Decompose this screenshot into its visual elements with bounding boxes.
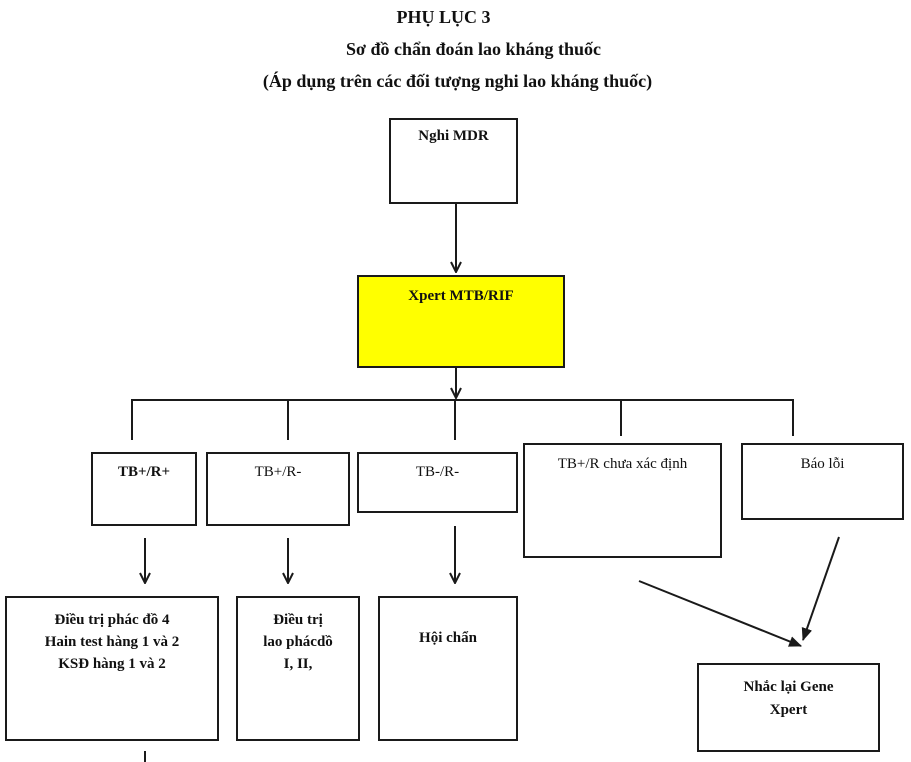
node-error: Báo lỗi bbox=[741, 443, 904, 520]
node-tb-pos-r-unknown: TB+/R chưa xác định bbox=[523, 443, 722, 558]
node-repeat-gene-xpert: Nhắc lại Gene Xpert bbox=[697, 663, 880, 752]
node-label: Xpert MTB/RIF bbox=[408, 288, 514, 304]
node-label: TB+/R- bbox=[254, 464, 302, 480]
node-line: Xpert bbox=[769, 702, 808, 718]
node-line: Điều trị bbox=[273, 612, 323, 628]
diagram-subtitle: (Áp dụng trên các đối tượng nghi lao khá… bbox=[262, 71, 653, 91]
node-suspect-mdr: Nghi MDR bbox=[389, 118, 518, 204]
node-line: lao phácdồ bbox=[263, 634, 333, 650]
node-tb-pos-r-pos: TB+/R+ bbox=[91, 452, 197, 526]
node-label: Hội chẩn bbox=[419, 630, 477, 646]
arrow-error-to-repeat bbox=[801, 536, 840, 642]
node-label: TB+/R chưa xác định bbox=[557, 456, 688, 472]
node-tb-pos-r-neg: TB+/R- bbox=[206, 452, 350, 526]
node-regimen-1-2: Điều trị lao phácdồ I, II, bbox=[236, 596, 360, 741]
node-consult: Hội chẩn bbox=[378, 596, 518, 741]
node-label: TB+/R+ bbox=[117, 464, 171, 480]
node-line: Hain test hàng 1 và 2 bbox=[44, 634, 180, 650]
node-tb-neg-r-neg: TB-/R- bbox=[357, 452, 518, 513]
node-line: Điều trị phác đồ 4 bbox=[54, 612, 170, 628]
appendix-label: PHỤ LỤC 3 bbox=[396, 7, 491, 27]
node-label: Báo lỗi bbox=[800, 456, 845, 472]
node-line: KSĐ hàng 1 và 2 bbox=[58, 656, 166, 672]
node-xpert-mtb-rif: Xpert MTB/RIF bbox=[357, 275, 565, 368]
node-line: I, II, bbox=[283, 656, 313, 672]
diagram-title: Sơ đồ chẩn đoán lao kháng thuốc bbox=[345, 39, 602, 59]
node-label: Nghi MDR bbox=[418, 128, 489, 144]
node-regimen-4: Điều trị phác đồ 4 Hain test hàng 1 và 2… bbox=[5, 596, 219, 741]
node-label: TB-/R- bbox=[415, 464, 460, 480]
node-line: Nhắc lại Gene bbox=[743, 679, 834, 695]
arrow-unknown-to-repeat bbox=[638, 580, 803, 647]
